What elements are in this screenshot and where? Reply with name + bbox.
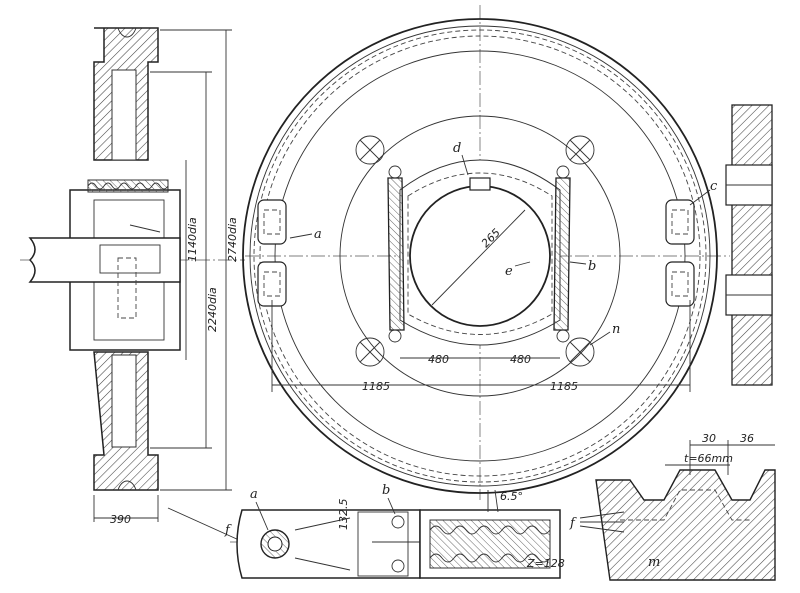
label-m: m: [648, 555, 660, 570]
label-b-detail: b: [382, 483, 390, 498]
dim-t-66mm: t=66mm: [684, 452, 733, 465]
bolt-hole-bottom-left: [355, 337, 385, 367]
dim-132-5: 132.5: [337, 499, 350, 531]
front-view-wheel: 265 a: [242, 5, 730, 500]
tooth-profile: [595, 469, 776, 581]
segment-detail: 6.5° 132.5 Z=128 a b f: [224, 483, 565, 579]
dim-6-5-deg: 6.5°: [500, 490, 523, 503]
keyway: [469, 177, 491, 191]
dim-480-right: 480: [510, 353, 531, 366]
dim-480-left: 480: [428, 353, 449, 366]
web-circle: [274, 50, 686, 462]
label-b-front: b: [588, 259, 596, 274]
right-partial-section: [725, 104, 773, 386]
dim-390: 390: [110, 513, 131, 526]
clamp-right: [553, 177, 571, 331]
label-n: n: [612, 322, 620, 337]
shaft: [28, 237, 181, 283]
rim-clamp-left-lower: [257, 261, 287, 307]
bolt-hole-top-right: [565, 135, 595, 165]
clamp-left: [387, 177, 405, 331]
label-a-detail: a: [250, 487, 258, 502]
label-e: e: [505, 264, 513, 279]
label-f: f: [224, 523, 232, 538]
dim-2740dia: 2740dia: [226, 217, 239, 262]
hub-circle: [339, 115, 621, 397]
dim-30: 30: [702, 432, 716, 445]
outer-rim: [242, 18, 718, 494]
bolt-hole-top-left: [355, 135, 385, 165]
dim-1185-left: 1185: [362, 380, 390, 393]
bolt-hole-bottom-right: [565, 337, 595, 367]
label-f-tooth: f: [569, 516, 577, 531]
label-a-front: a: [314, 227, 322, 242]
dim-z-128: Z=128: [526, 557, 565, 570]
rim-clamp-right-lower: [665, 261, 695, 307]
rim-clamp-left-upper: [257, 199, 287, 245]
side-section-view: 1140dia 2240dia 2740dia 390: [20, 27, 251, 546]
segment-body: [236, 509, 421, 579]
dim-2240dia: 2240dia: [206, 287, 219, 332]
label-d: d: [453, 141, 461, 156]
dim-1140dia: 1140dia: [186, 217, 199, 262]
rim-clamp-right-upper: [665, 199, 695, 245]
label-c: c: [710, 179, 718, 194]
dim-36: 36: [740, 432, 754, 445]
tooth-profile-detail: t=66mm 30 36 f m: [569, 432, 776, 581]
dim-1185-right: 1185: [550, 380, 578, 393]
